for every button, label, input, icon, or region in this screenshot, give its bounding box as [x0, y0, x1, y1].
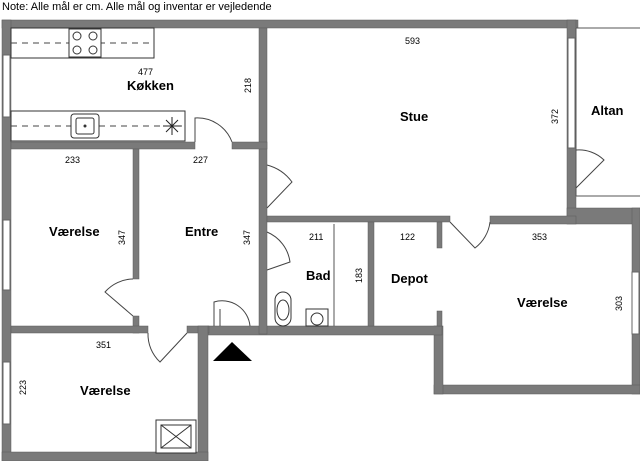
dim-bath-width: 211 [309, 232, 323, 242]
room-label-kitchen: Køkken [127, 78, 174, 93]
dim-bedroom-right-width: 353 [532, 232, 547, 242]
room-label-bath: Bad [306, 268, 331, 283]
toilet-icon [274, 291, 292, 327]
room-label-storage: Depot [391, 271, 429, 286]
dim-bedroom-right-depth: 303 [614, 296, 624, 311]
dim-entrance-depth: 347 [242, 230, 252, 245]
room-labels: Køkken Stue Altan Værelse Entre Bad Depo… [49, 78, 624, 398]
dim-entrance-width: 227 [193, 155, 208, 165]
balcony-area [575, 27, 640, 197]
plan-note: Note: Alle mål er cm. Alle mål og invent… [2, 1, 272, 13]
stove-icon [68, 28, 102, 58]
room-label-bedroom-bottom: Værelse [80, 383, 131, 398]
dim-bedroom-left-depth: 347 [117, 230, 127, 245]
room-label-entrance: Entre [185, 224, 218, 239]
shaft-icon [155, 419, 197, 454]
dim-bath-depth: 183 [354, 268, 364, 283]
dim-living-depth: 372 [550, 109, 560, 124]
dim-living-width: 593 [405, 36, 420, 46]
triangle-arrow-icon [213, 342, 252, 361]
room-label-bedroom-left: Værelse [49, 224, 100, 239]
sink-icon [70, 113, 100, 139]
dim-kitchen-depth: 218 [243, 78, 253, 93]
room-label-bedroom-right: Værelse [517, 295, 568, 310]
dim-bedroom-bottom-width: 351 [96, 340, 111, 350]
doors [104, 117, 605, 363]
kitchen-drain-icon [163, 117, 181, 135]
dim-storage-width: 122 [400, 232, 415, 242]
washbasin-icon [305, 308, 329, 327]
room-label-living: Stue [400, 109, 428, 124]
dim-kitchen-width: 477 [138, 67, 153, 77]
windows [2, 37, 640, 425]
dim-bedroom-left-width: 233 [65, 155, 80, 165]
room-label-balcony: Altan [591, 103, 624, 118]
dimension-labels: 477 218 593 372 233 347 227 347 211 183 … [18, 36, 624, 395]
dim-bedroom-bottom-depth: 223 [18, 380, 28, 395]
